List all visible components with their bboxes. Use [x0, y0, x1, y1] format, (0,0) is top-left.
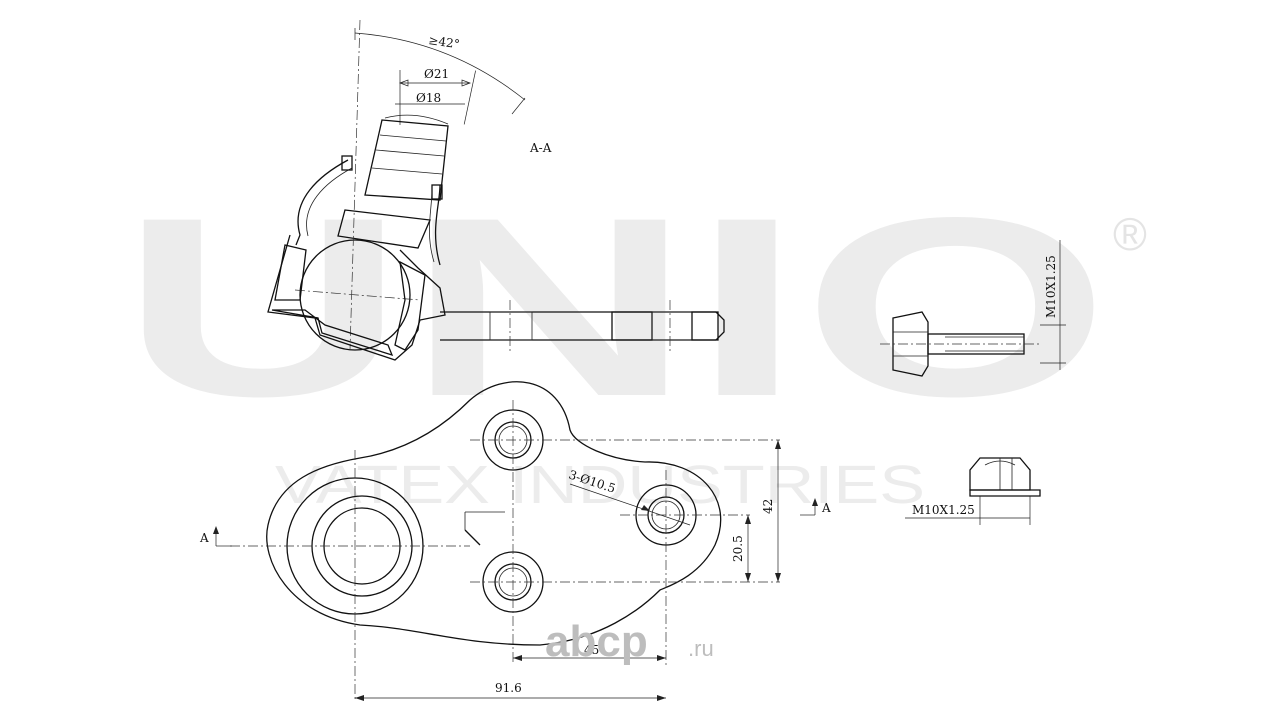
plan-outline [266, 381, 722, 646]
svg-text:A: A [821, 501, 831, 515]
dust-boot [295, 159, 441, 266]
nut-drawing: M10X1.25 [905, 457, 1041, 525]
dim-dia-outer-label: Ø21 [424, 67, 449, 81]
watermark-registered-mark: ® [1113, 208, 1147, 260]
section-label: A-A [529, 141, 552, 155]
housing [267, 234, 446, 361]
bolt-drawing: M10X1.25 [880, 240, 1066, 377]
dim-height-offset-label: 20.5 [731, 535, 745, 562]
dim-width-holes-label: 45 [584, 643, 599, 657]
dim-dia-inner-label: Ø18 [416, 91, 441, 105]
svg-text:A: A [199, 531, 209, 545]
section-marker-left: A [199, 526, 232, 547]
source-logo-suffix: .ru [688, 636, 714, 661]
dim-width-total-label: 91.6 [495, 681, 522, 695]
dim-nut-thread-label: M10X1.25 [912, 503, 975, 517]
stud-neck [337, 209, 431, 249]
dim-height-total-label: 42 [761, 499, 775, 514]
dim-angle-label: ≥42° [428, 33, 461, 51]
section-marker-right: A [800, 498, 831, 516]
section-view-a-a: ≥42° Ø21 Ø18 [267, 19, 725, 361]
angle-arc [354, 32, 526, 101]
source-logo-text: abcp [545, 617, 648, 666]
source-logo: abcp .ru [545, 617, 714, 666]
watermark: UNIO ® VATEX INDUSTRIES [120, 165, 1147, 515]
dim-bolt-thread-label: M10X1.25 [1044, 255, 1058, 318]
stud-shaft [364, 119, 449, 201]
watermark-brand: UNIO [120, 165, 1110, 450]
